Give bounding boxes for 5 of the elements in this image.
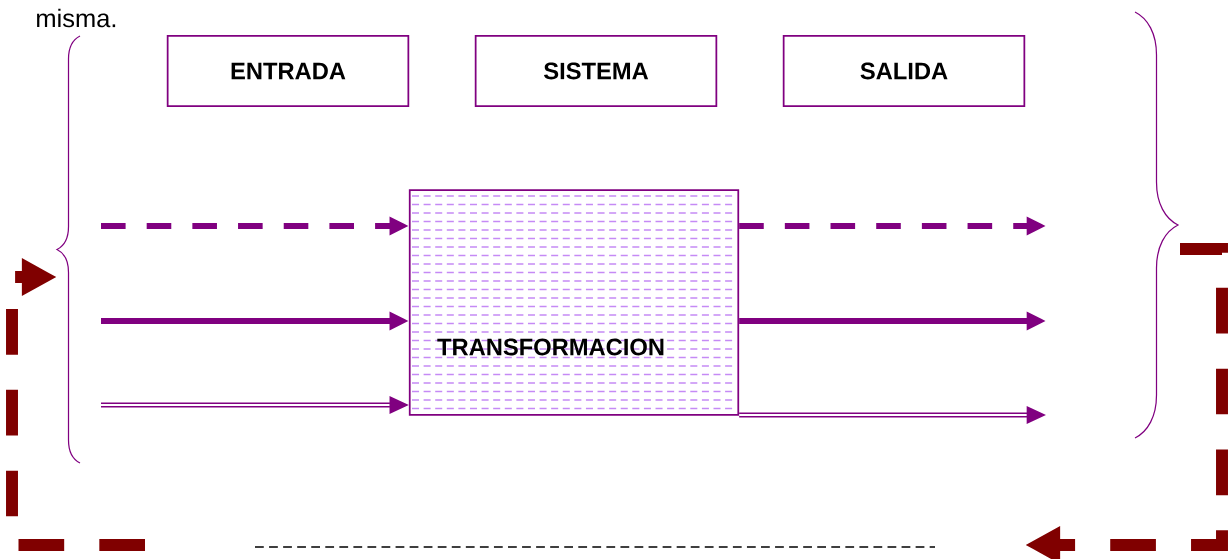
header-box: SISTEMA — [474, 35, 718, 108]
transformation-box: TRANSFORMACION — [408, 189, 740, 416]
page-text: misma. — [37, 8, 116, 28]
header-box: SALIDA — [782, 35, 1026, 108]
header-box: ENTRADA — [166, 35, 410, 108]
